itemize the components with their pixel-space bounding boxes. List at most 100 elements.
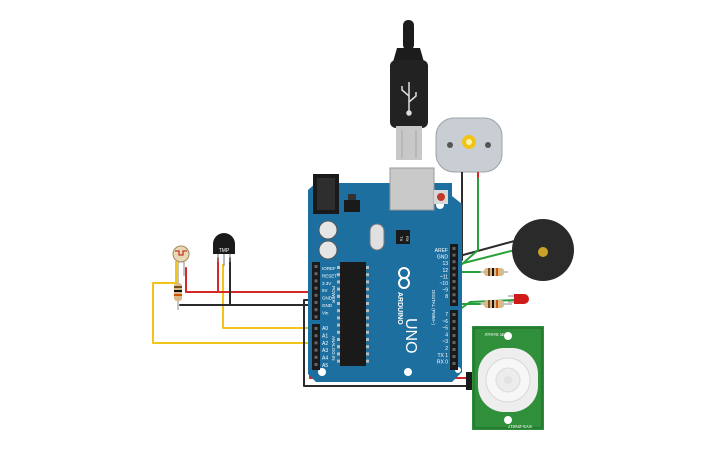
red-led[interactable] [508, 294, 529, 304]
chip-pin [337, 359, 340, 363]
header-pin-hole[interactable] [452, 362, 456, 365]
pir-bottom-label: SYS-ZN817 [508, 424, 533, 429]
digital-pin-label: 2 [445, 346, 448, 352]
header-pin-hole[interactable] [314, 272, 318, 276]
rx-label: RX [405, 236, 410, 242]
chip-pin [366, 352, 369, 356]
header-pin-hole[interactable] [314, 334, 318, 338]
temperature-sensor[interactable]: TMP [213, 233, 235, 266]
header-pin-hole[interactable] [452, 247, 456, 250]
analog-pin-label: A5 [322, 363, 328, 369]
header-pin-hole[interactable] [314, 301, 318, 304]
capacitor [318, 220, 338, 240]
chip-pin [366, 323, 369, 327]
header-pin-hole[interactable] [452, 266, 456, 270]
board-name-text: UNO [402, 318, 419, 354]
chip-pin [366, 338, 369, 341]
header-pin-hole[interactable] [452, 293, 456, 297]
wire-buzzer-black [451, 239, 519, 259]
header-pin-hole[interactable] [452, 313, 456, 316]
power-pin-label: 5V [322, 288, 328, 293]
analog-pin-label: A0 [322, 326, 328, 332]
header-pin-hole[interactable] [452, 280, 456, 283]
chip-pin [366, 330, 369, 334]
header-pin-hole[interactable] [314, 327, 318, 330]
chip-pin [337, 323, 340, 327]
chip-pin [337, 273, 340, 277]
chip-pin [337, 316, 340, 320]
header-pin-hole[interactable] [452, 348, 456, 351]
header-pin-hole[interactable] [452, 273, 456, 277]
header-pin-hole[interactable] [452, 253, 456, 257]
header-pin-hole[interactable] [452, 334, 456, 337]
pir-top-label: PIR Sensor [484, 332, 508, 337]
resistor-led[interactable] [480, 300, 512, 308]
header-pin-hole[interactable] [452, 327, 456, 330]
header-pin-hole[interactable] [314, 348, 318, 352]
usb-plug-metal [396, 126, 422, 160]
motor-shaft-gear-icon [462, 135, 476, 149]
digital-section-label: DIGITAL (PWM~) [431, 290, 436, 325]
pir-sensor[interactable]: PIR Sensor SYS-ZN817 [466, 326, 544, 430]
digital-pin-label: ~10 [440, 281, 449, 287]
photoresistor[interactable] [172, 245, 190, 276]
header-pin-hole[interactable] [314, 355, 318, 359]
digital-pin-label: 4 [445, 332, 448, 338]
header-pin-hole[interactable] [452, 260, 456, 264]
digital-pin-label: 7 [445, 312, 448, 318]
ldr-resistor[interactable] [174, 276, 182, 310]
header-pin-hole[interactable] [452, 320, 456, 323]
chip-pin [337, 345, 340, 349]
digital-pin-label: 8 [445, 294, 448, 300]
piezo-buzzer[interactable] [512, 219, 574, 281]
digital-pin-label: GND [437, 255, 449, 261]
pir-dome [478, 348, 538, 412]
digital-pin-label: ~6 [442, 319, 448, 325]
header-pin-hole[interactable] [314, 315, 318, 319]
header-pin-hole[interactable] [452, 355, 456, 358]
header-pin-hole[interactable] [314, 341, 318, 345]
header-pin-hole[interactable] [314, 293, 318, 297]
digital-pin-label: ~3 [442, 339, 448, 345]
chip-pin [337, 302, 340, 305]
power-pin-label: 3.3V [322, 281, 331, 286]
capacitor [318, 240, 338, 260]
chip-pin [366, 345, 369, 349]
header-pin-hole[interactable] [314, 286, 318, 290]
header-pin-hole[interactable] [314, 265, 318, 268]
header-pin-hole[interactable] [452, 341, 456, 344]
chip-pin [366, 294, 369, 298]
chip-pin [366, 266, 369, 269]
header-pin-holes [314, 247, 456, 366]
chip-pin [366, 359, 369, 363]
board-brand-text: ARDUINO [396, 292, 403, 325]
digital-pin-label: RX 0 [437, 360, 448, 366]
usb-symbol-icon [401, 82, 417, 116]
chip-pins [337, 266, 369, 363]
header-pin-hole[interactable] [452, 286, 456, 290]
chip-pin [366, 280, 369, 284]
power-section-label: POWER [331, 286, 336, 304]
digital-pin-label: ~9 [442, 288, 448, 294]
chip-pin [337, 309, 340, 313]
header-pin-hole[interactable] [314, 363, 318, 366]
wire-ldr-to-a1 [152, 282, 319, 344]
resistor-buzzer[interactable] [480, 268, 508, 276]
analog-pin-label: A3 [322, 348, 328, 354]
header-pin-hole[interactable] [452, 299, 456, 303]
analog-pin-label: A2 [322, 341, 328, 347]
wire-tmp-to-a0 [222, 264, 319, 329]
power-pin-label: RESET [322, 273, 337, 278]
header-pin-hole[interactable] [314, 308, 318, 312]
header-analog [312, 324, 320, 370]
wire-5v-red [185, 267, 319, 293]
header-digital-bottom [450, 310, 458, 370]
tmp-label: TMP [219, 248, 230, 254]
header-pin-hole[interactable] [314, 279, 318, 283]
dc-motor[interactable] [435, 117, 503, 178]
chip-pin [337, 330, 340, 334]
